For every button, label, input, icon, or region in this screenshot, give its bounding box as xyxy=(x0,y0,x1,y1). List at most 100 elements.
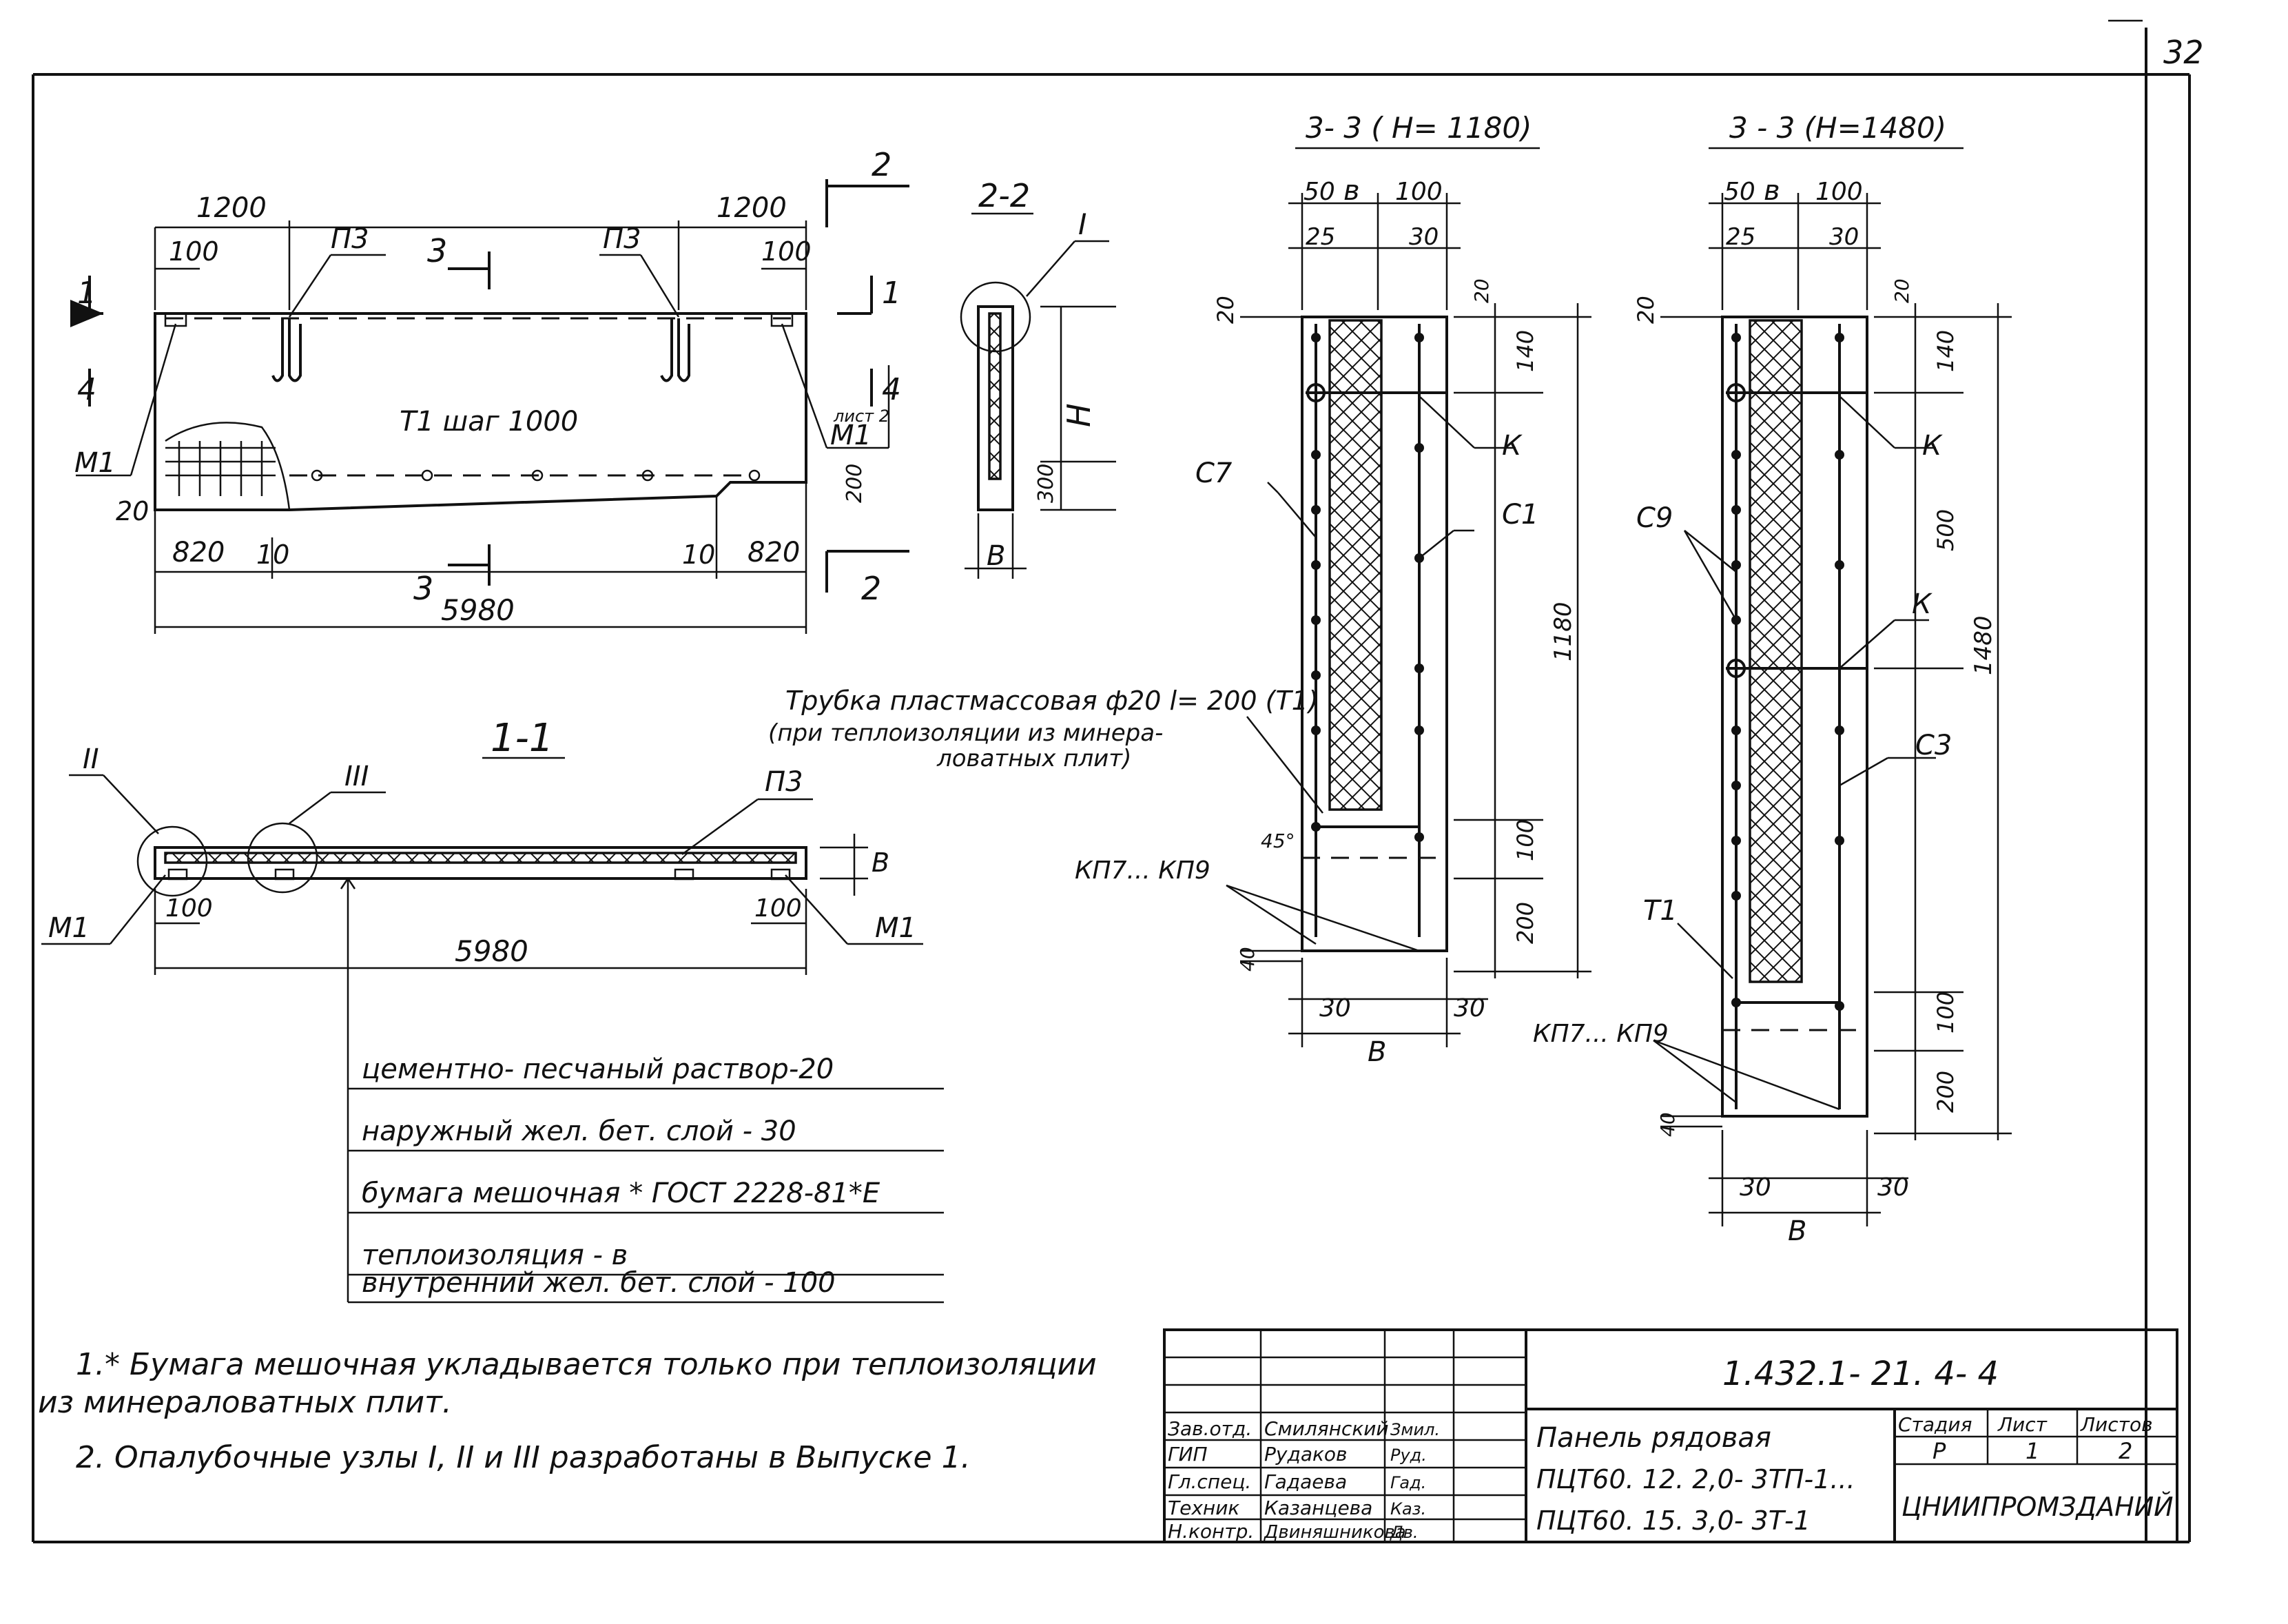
name-cell: Двиняшникова xyxy=(1264,1522,1406,1543)
s33a-c7: С7 xyxy=(1195,458,1233,489)
s33b-dim-20b: 20 xyxy=(1890,278,1913,303)
section-1-1-m1-right: М1 xyxy=(875,912,916,944)
s33a-dim: в xyxy=(1343,175,1360,207)
note-line: из минераловатных плит. xyxy=(38,1385,452,1420)
section-3-3-h1480 xyxy=(1653,147,2012,1226)
s33a-dim-200: 200 xyxy=(1512,902,1538,944)
label-m1-right: М1 xyxy=(830,420,872,451)
tube-note-line-2: (при теплоизоляции из минера- xyxy=(768,719,1163,747)
s33b-dim-20: 20 xyxy=(1633,296,1659,324)
s33a-dim-1180: 1180 xyxy=(1549,602,1577,661)
s33a-width: В xyxy=(1368,1036,1386,1068)
s33b-dim-500: 500 xyxy=(1933,509,1959,551)
cut-4-right: 4 xyxy=(882,372,901,407)
stage-header: Стадия xyxy=(1898,1413,1972,1436)
s33a-dim: 100 xyxy=(1395,178,1443,206)
section-1-1-dim-right: 100 xyxy=(754,894,802,923)
name-cell: Казанцева xyxy=(1264,1497,1372,1519)
s33a-c1: С1 xyxy=(1502,499,1538,531)
s33a-bot-left: 30 xyxy=(1319,994,1351,1022)
plan-view-labels: 1200 1200 100 100 820 820 10 10 5980 200… xyxy=(74,146,901,627)
layer-item: цементно- песчаный раствор-20 xyxy=(362,1053,834,1085)
dim-gap-right: 10 xyxy=(682,539,715,570)
section-1-1-m1-left: М1 xyxy=(48,912,90,944)
role-cell: ГИП xyxy=(1168,1443,1208,1466)
page-number: 32 xyxy=(2163,34,2204,71)
dim-right-side: 200 xyxy=(843,464,867,503)
note-line: 2. Опалубочные узлы I, II и III разработ… xyxy=(76,1440,971,1475)
s33b-k1: К xyxy=(1922,430,1943,462)
title-block-text: 1.432.1- 21. 4- 4 Зав.отд. ГИП Гл.спец. … xyxy=(1168,1355,2174,1543)
label-m1-left: М1 xyxy=(74,447,116,479)
s33b-bot-right: 30 xyxy=(1877,1173,1909,1202)
section-3-3-h1180 xyxy=(1226,147,1591,1047)
cut-3-top: 3 xyxy=(427,232,447,269)
layer-list: цементно- песчаный раствор-20 наружный ж… xyxy=(362,1053,880,1299)
layer-item: теплоизоляция - в xyxy=(362,1240,628,1271)
sheet-value: 1 xyxy=(2026,1438,2039,1464)
role-cell: Зав.отд. xyxy=(1168,1417,1252,1440)
s33a-dim-20: 20 xyxy=(1213,296,1239,324)
cut-2-bottom: 2 xyxy=(861,570,881,607)
dim-edge-left: 100 xyxy=(169,236,219,267)
stage-value: Р xyxy=(1933,1438,1946,1464)
section-1-1-dim-left: 100 xyxy=(165,894,213,923)
s33a-dim-40: 40 xyxy=(1236,947,1259,972)
s33b-dim-100: 100 xyxy=(1933,991,1959,1034)
section-2-2-node: I xyxy=(1078,207,1086,241)
role-cell: Гл.спец. xyxy=(1168,1470,1251,1493)
product-name-line-2: ПЦТ60. 12. 2,0- 3ТП-1... xyxy=(1536,1464,1855,1494)
s33a-title: 3- 3 ( Н= 1180) xyxy=(1306,111,1532,145)
s33b-dim-1480: 1480 xyxy=(1970,615,1997,675)
section-3-3-h1480-labels: 3 - 3 (Н=1480) 50 в 100 25 30 20 20 140 … xyxy=(1533,111,1997,1247)
cut-2-top: 2 xyxy=(872,146,892,183)
section-1-1-p3: П3 xyxy=(765,766,803,798)
cut-1-right: 1 xyxy=(882,276,901,311)
sheets-value: 2 xyxy=(2119,1438,2132,1464)
layer-item: бумага мешочная * ГОСТ 2228-81*Е xyxy=(362,1178,880,1209)
label-p3-left: П3 xyxy=(331,223,369,255)
section-1-1-total: 5980 xyxy=(455,934,528,968)
tube-note-line-3: ловатных плит) xyxy=(936,745,1131,772)
s33b-title: 3 - 3 (Н=1480) xyxy=(1729,111,1946,145)
s33b-t1: Т1 xyxy=(1643,895,1678,927)
s33b-dim-200: 200 xyxy=(1933,1071,1959,1113)
s33b-dim-40: 40 xyxy=(1656,1112,1679,1137)
s33a-bot-right: 30 xyxy=(1454,994,1485,1022)
sheet-frame xyxy=(32,19,2191,1543)
s33b-c3: С3 xyxy=(1915,730,1952,761)
s33a-k: К xyxy=(1502,430,1523,462)
section-2-2-title: 2-2 xyxy=(978,177,1030,214)
s33a-kp: КП7... КП9 xyxy=(1075,856,1210,885)
organization: ЦНИИПРОМЗДАНИЙ xyxy=(1901,1492,2174,1522)
dim-top-right: 1200 xyxy=(717,192,787,224)
s33b-dim: в xyxy=(1764,175,1780,207)
title-block xyxy=(1163,1328,2178,1543)
dim-edge-right: 100 xyxy=(761,236,812,267)
s33b-kp: КП7... КП9 xyxy=(1533,1020,1669,1048)
s33a-subdim: 25 xyxy=(1306,223,1335,251)
s33b-k2: К xyxy=(1912,588,1933,620)
s33a-dim-100: 100 xyxy=(1512,819,1538,861)
s33b-bot-left: 30 xyxy=(1740,1173,1771,1202)
s33b-c9: С9 xyxy=(1636,502,1673,534)
role-cell: Н.контр. xyxy=(1168,1520,1254,1543)
section-2-2-height: Н xyxy=(1060,403,1097,427)
layer-item: наружный жел. бет. слой - 30 xyxy=(362,1116,796,1147)
section-1-1-title: 1-1 xyxy=(491,716,553,761)
section-1-1-thickness: В xyxy=(872,847,889,878)
dim-gap-left: 10 xyxy=(256,539,289,570)
general-notes: 1.* Бумага мешочная укладывается только … xyxy=(38,1347,1097,1475)
s33b-dim: 100 xyxy=(1815,178,1863,206)
plan-view xyxy=(70,179,909,634)
s33a-angle: 45° xyxy=(1261,830,1295,852)
dim-total: 5980 xyxy=(441,593,515,627)
s33a-dim-140: 140 xyxy=(1512,330,1538,372)
dim-bottom-right: 820 xyxy=(748,537,800,568)
note-line: 1.* Бумага мешочная укладывается только … xyxy=(76,1347,1097,1382)
cut-4-left: 4 xyxy=(77,372,96,407)
signature-cell: Гад. xyxy=(1390,1473,1426,1492)
dim-bottom-left: 820 xyxy=(172,537,225,568)
s33a-dim-20b: 20 xyxy=(1470,278,1493,303)
